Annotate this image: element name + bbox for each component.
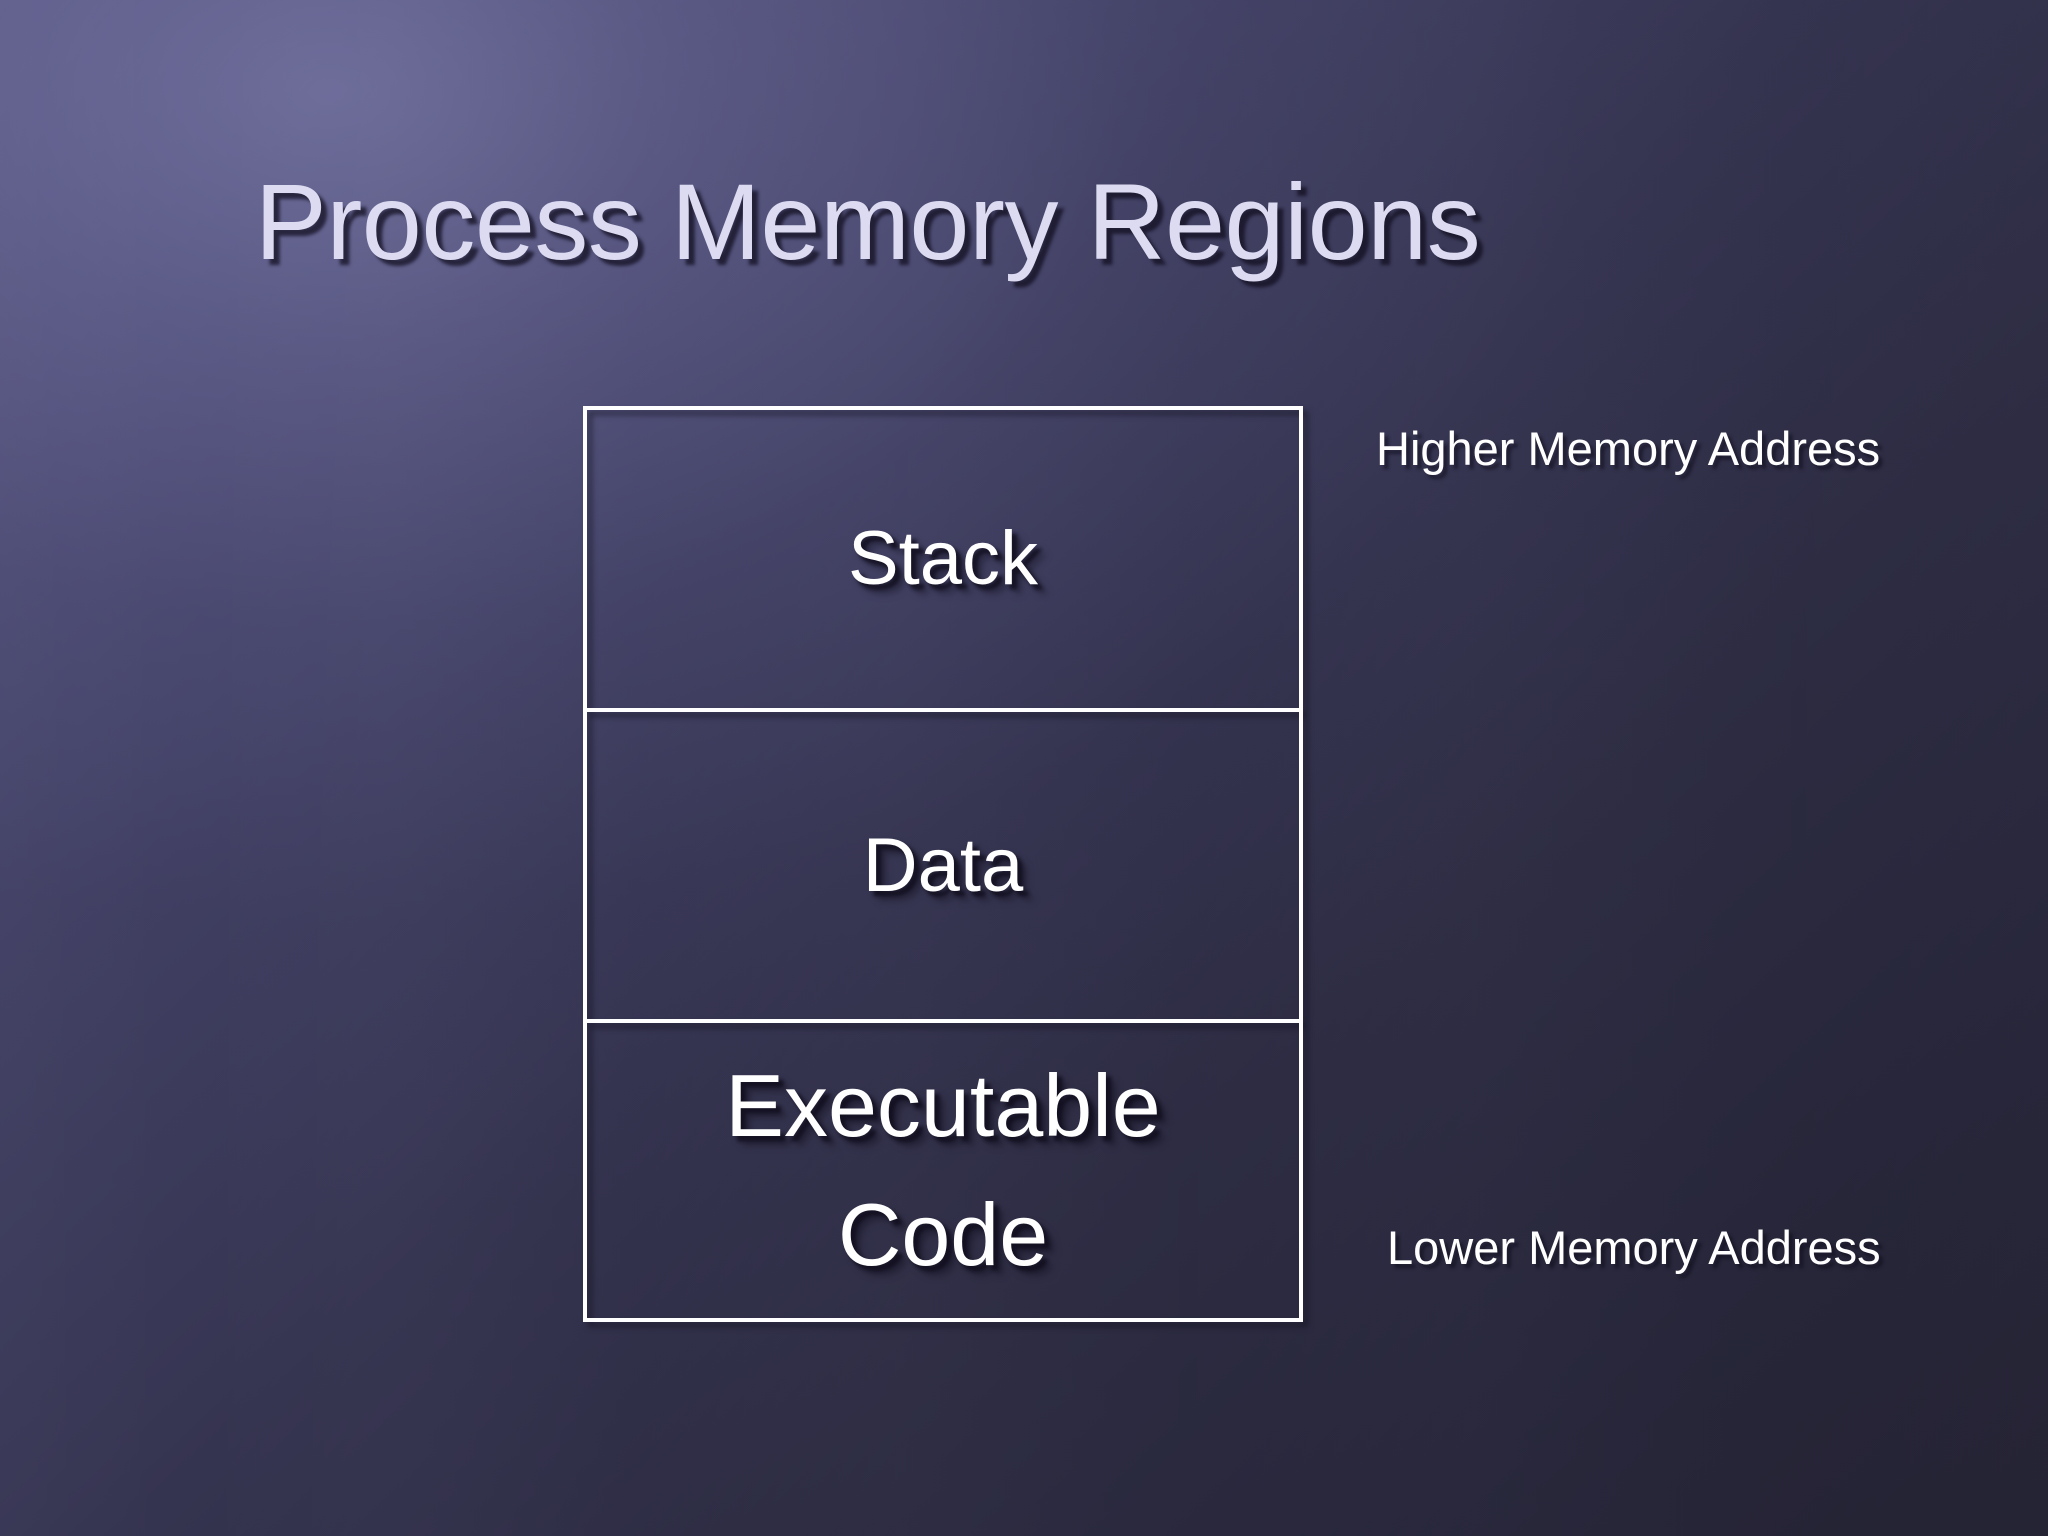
page-title: Process Memory Regions [254,161,1481,283]
memory-region-stack-label: Stack [847,516,1039,601]
memory-region-code-label-line2: Code [837,1184,1049,1284]
lower-memory-address-label: Lower Memory Address [1387,1221,1881,1274]
memory-region-data-label: Data [862,822,1024,908]
memory-layout-diagram: Stack Data Executable Code [583,406,1303,1322]
memory-region-data: Data [583,712,1303,1023]
memory-region-executable-code: Executable Code [583,1023,1303,1322]
higher-memory-address-label: Higher Memory Address [1376,422,1881,475]
memory-region-code-label-line1: Executable [725,1056,1161,1156]
memory-region-stack: Stack [583,406,1303,712]
